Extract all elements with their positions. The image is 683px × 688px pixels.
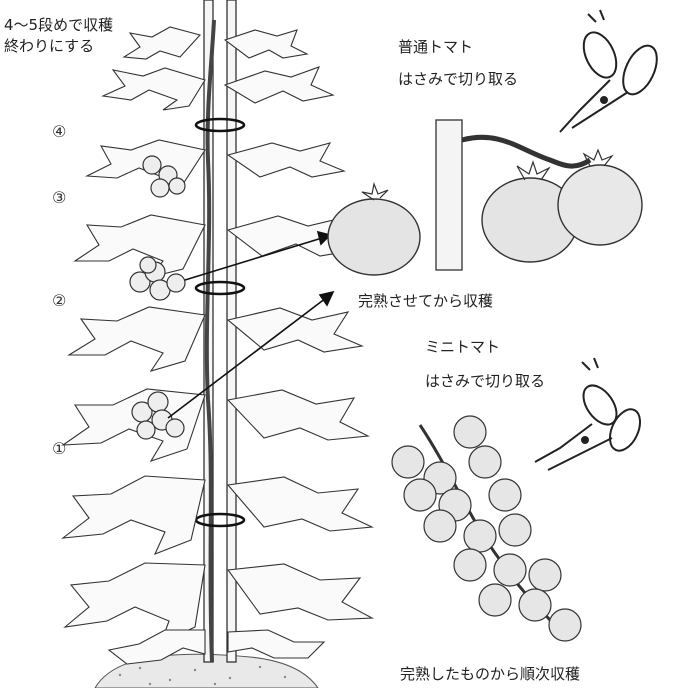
scissors-icon — [560, 10, 664, 132]
tier-1: ① — [52, 439, 66, 458]
harvest-stop-label-line2: 終わりにする — [4, 37, 94, 57]
harvest-stop-label-line1: 4～5段めで収穫 — [4, 16, 113, 36]
mini-tomato-method: はさみで切り取る — [425, 372, 545, 392]
picked-tomato — [328, 184, 420, 275]
regular-tomato-harvest-note: 完熟させてから収穫 — [358, 292, 493, 312]
mini-tomato-harvest-note: 完熟したものから順次収穫 — [400, 665, 580, 685]
mini-tomato-title: ミニトマト — [425, 338, 500, 358]
regular-tomato-title: 普通トマト — [398, 38, 473, 58]
tomato-on-vine — [436, 120, 642, 270]
mini-tomato-cluster — [392, 416, 581, 641]
regular-tomato-method: はさみで切り取る — [398, 70, 518, 90]
tier-3: ③ — [52, 188, 66, 207]
tier-4: ④ — [52, 122, 66, 141]
leaves — [63, 27, 372, 664]
scissors-icon — [535, 358, 646, 470]
tier-2: ② — [52, 291, 66, 310]
